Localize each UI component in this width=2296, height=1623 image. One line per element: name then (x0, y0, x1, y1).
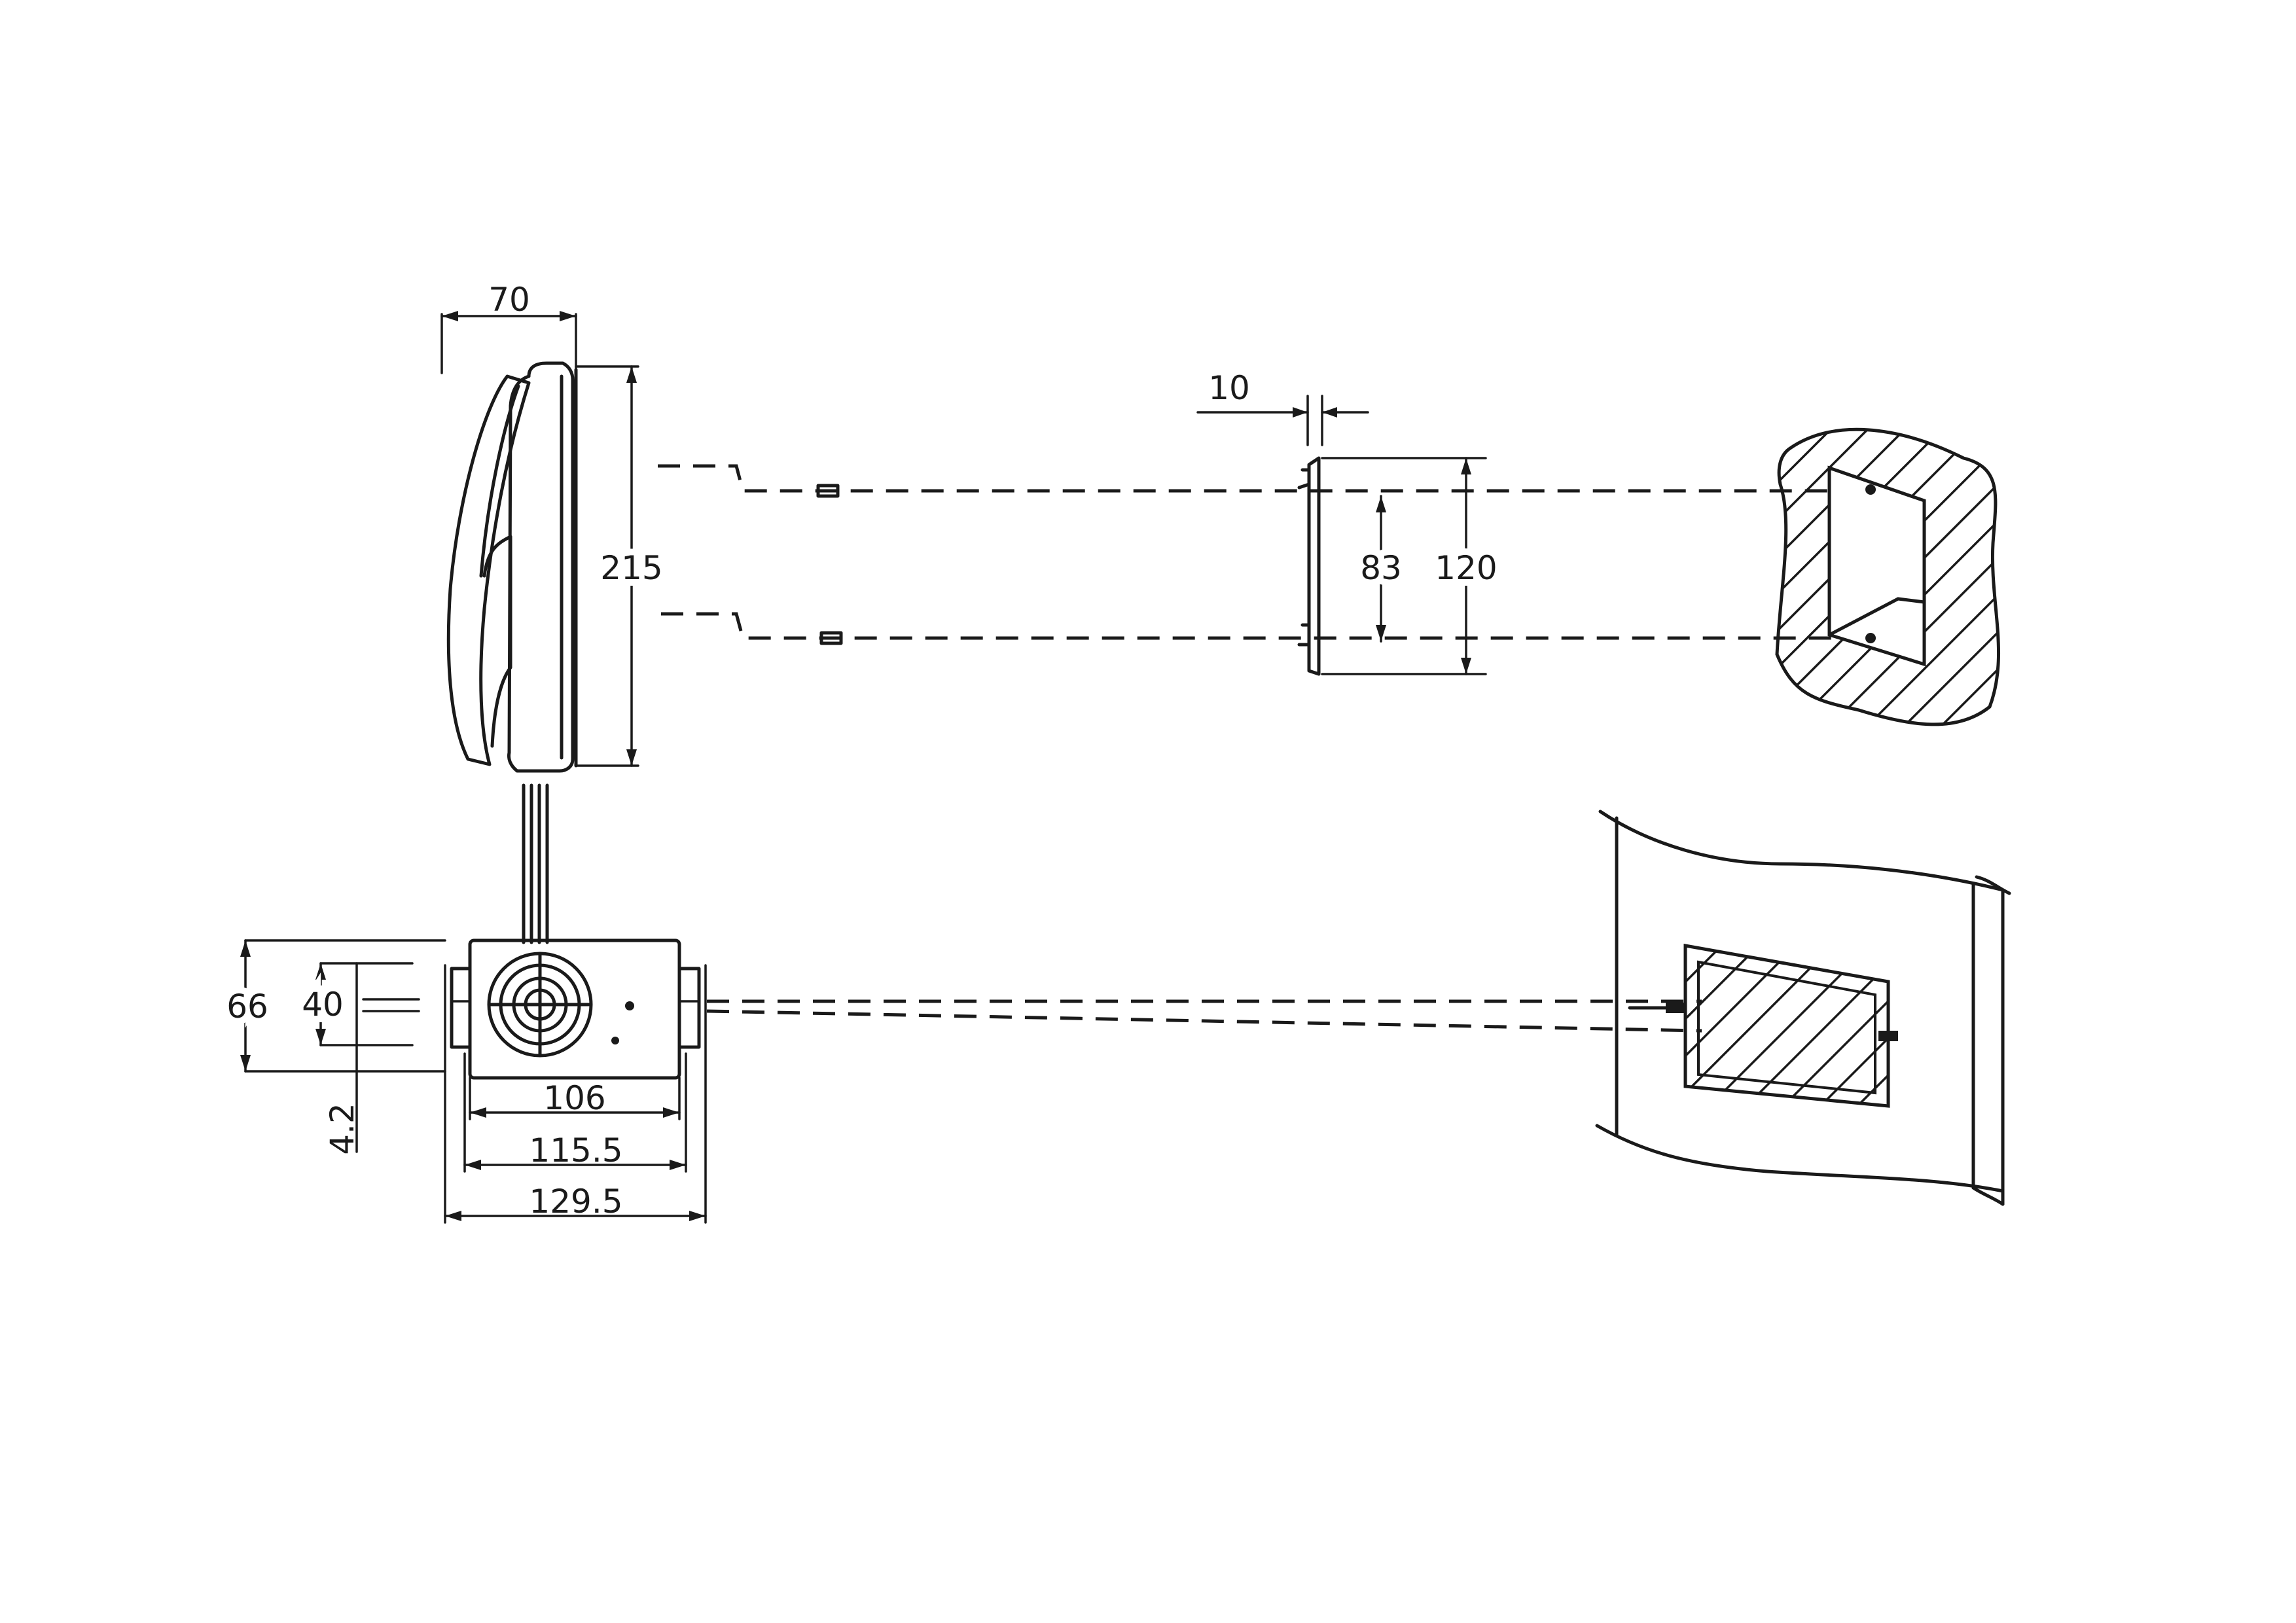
dim-label-66: 66 (226, 988, 268, 1026)
dimension-70: 70 (440, 281, 577, 374)
dim-label-215: 215 (600, 549, 662, 587)
dim-label-10: 10 (1208, 369, 1250, 407)
dim-label-106: 106 (543, 1079, 605, 1117)
handset-side-view (446, 361, 578, 944)
dim-label-40: 40 (302, 986, 344, 1024)
dim-label-4-2: 4.2 (323, 1103, 361, 1155)
wall-surface (1595, 810, 2011, 1206)
dimension-10: 10 (1196, 369, 1369, 446)
dim-label-70: 70 (488, 281, 530, 319)
dimension-106: 106 (469, 1077, 681, 1120)
dimension-129-5: 129.5 (444, 964, 707, 1224)
dimension-40: 40 (295, 962, 420, 1046)
dimension-115-5: 115.5 (463, 1052, 687, 1173)
dimension-215: 215 (575, 365, 670, 767)
dimension-4-2: 4.2 (323, 1044, 361, 1155)
dim-label-83: 83 (1360, 549, 1402, 587)
mounting-bracket (1297, 456, 1487, 676)
dimension-66: 66 (220, 939, 446, 1073)
base-unit-front (450, 938, 701, 1080)
dimension-120: 120 (1428, 457, 1504, 675)
dim-label-115-5: 115.5 (529, 1132, 622, 1169)
alignment-lines-bottom (706, 999, 1702, 1033)
dim-label-120: 120 (1435, 549, 1497, 587)
wall-box (1775, 427, 2001, 726)
dim-label-129-5: 129.5 (529, 1183, 622, 1221)
dimension-83: 83 (1354, 495, 1408, 643)
alignment-lines-top (658, 464, 1892, 645)
